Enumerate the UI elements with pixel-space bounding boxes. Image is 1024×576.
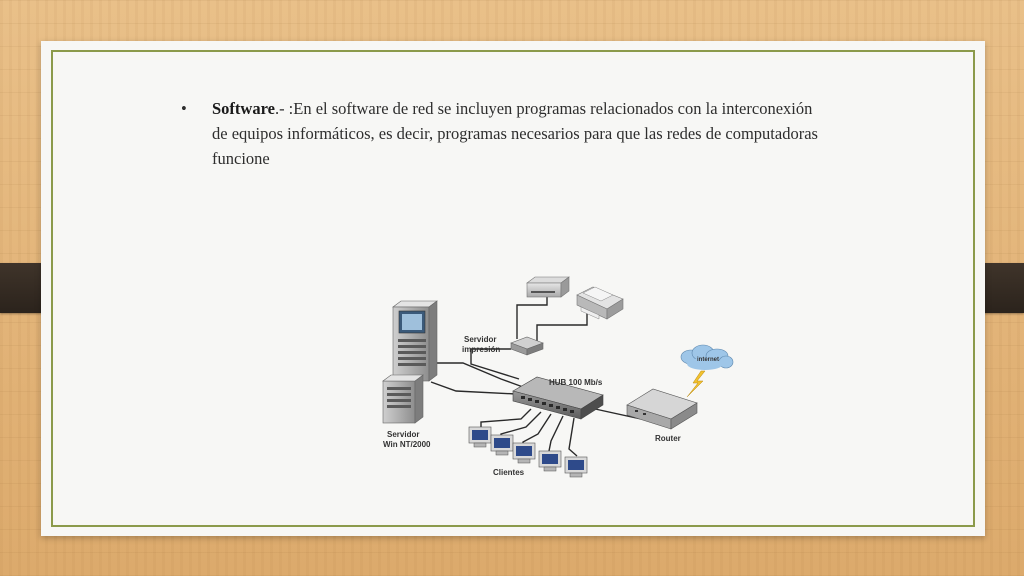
bullet-symbol: • — [181, 99, 187, 118]
client-computer-icon — [468, 426, 588, 478]
print-server-label-1: Servidor — [464, 335, 496, 344]
server-label-1: Servidor — [387, 430, 419, 439]
server-tower-icon — [382, 300, 438, 424]
hub-icon — [512, 376, 604, 420]
slide-paper: • Software.- :En el software de red se i… — [41, 41, 985, 536]
bold-term: Software — [212, 99, 275, 118]
bullet-body: .- :En el software de red se incluyen pr… — [212, 99, 818, 168]
lightning-icon — [686, 370, 706, 398]
printer-icon — [526, 276, 570, 298]
network-diagram: Servidor impresión Servidor Win NT/2000 — [382, 276, 734, 478]
hub-label: HUB 100 Mb/s — [549, 378, 603, 387]
print-server-label-2: impresión — [462, 345, 500, 354]
cloud-icon — [680, 344, 734, 370]
router-icon — [626, 388, 698, 430]
bullet-item: • Software.- :En el software de red se i… — [181, 96, 821, 171]
internet-label: internet — [697, 357, 719, 363]
router-label: Router — [655, 434, 681, 443]
clients-label: Clientes — [493, 468, 525, 477]
laser-printer-icon — [576, 286, 624, 320]
bullet-text: Software.- :En el software de red se inc… — [212, 96, 821, 171]
print-server-icon — [510, 336, 544, 356]
slide-border — [51, 50, 975, 527]
server-label-2: Win NT/2000 — [383, 440, 431, 449]
